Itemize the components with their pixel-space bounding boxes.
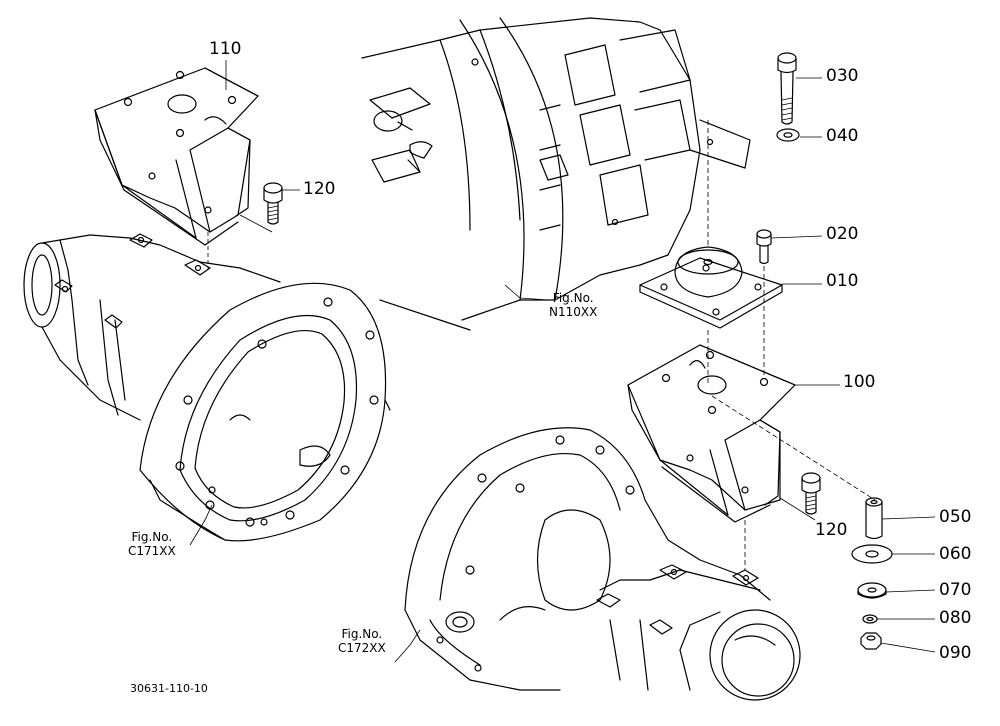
bolt-120-left-drawing bbox=[263, 182, 300, 225]
part-label-030: 030 bbox=[826, 66, 859, 86]
assembly-axis-to-050 bbox=[711, 395, 876, 501]
part-label-010: 010 bbox=[826, 271, 859, 291]
washer-070-drawing bbox=[857, 582, 936, 599]
part-label-110: 110 bbox=[209, 39, 242, 59]
part-label-100: 100 bbox=[843, 372, 876, 392]
frame-n110-drawing bbox=[361, 17, 751, 331]
bracket-110-drawing bbox=[94, 67, 259, 246]
figure-ref-c172-line2: C172XX bbox=[338, 640, 386, 655]
figure-ref-c171[interactable]: Fig.No. C171XX bbox=[128, 530, 176, 559]
figure-ref-c172[interactable]: Fig.No. C172XX bbox=[338, 627, 386, 656]
axle-housing-c171-drawing bbox=[23, 233, 391, 542]
axle-housing-c172-drawing bbox=[404, 427, 801, 701]
bolt-030-drawing bbox=[777, 52, 822, 125]
part-label-070: 070 bbox=[939, 580, 972, 600]
figure-ref-c171-line1: Fig.No. bbox=[131, 530, 173, 544]
bolt-020-drawing bbox=[756, 229, 823, 265]
figure-ref-n110-line1: Fig.No. bbox=[552, 291, 594, 305]
lock-washer-080-drawing bbox=[862, 614, 935, 624]
part-label-040: 040 bbox=[826, 126, 859, 146]
figure-ref-n110-line2: N110XX bbox=[549, 304, 598, 319]
rubber-mount-010-drawing bbox=[639, 246, 822, 329]
spacer-050-drawing bbox=[865, 497, 936, 540]
leader-c171 bbox=[189, 504, 213, 546]
washer-040-drawing bbox=[776, 128, 822, 142]
part-label-120-right: 120 bbox=[815, 520, 848, 540]
leader-c172 bbox=[394, 629, 421, 663]
washer-060-drawing bbox=[851, 544, 935, 564]
nut-090-drawing bbox=[860, 632, 936, 653]
bracket-100-drawing bbox=[627, 344, 840, 523]
figure-ref-c171-line2: C171XX bbox=[128, 543, 176, 558]
leader-n110 bbox=[504, 284, 549, 301]
figure-ref-c172-line1: Fig.No. bbox=[341, 627, 383, 641]
part-label-020: 020 bbox=[826, 224, 859, 244]
leader-bolt-120-left-pointer bbox=[239, 214, 273, 233]
part-label-080: 080 bbox=[939, 608, 972, 628]
figure-ref-n110[interactable]: Fig.No. N110XX bbox=[549, 291, 598, 320]
part-label-120-left: 120 bbox=[303, 179, 336, 199]
part-label-090: 090 bbox=[939, 643, 972, 663]
bolt-120-right-drawing bbox=[779, 472, 821, 521]
drawing-code: 30631-110-10 bbox=[130, 682, 208, 695]
part-label-050: 050 bbox=[939, 507, 972, 527]
part-label-060: 060 bbox=[939, 544, 972, 564]
